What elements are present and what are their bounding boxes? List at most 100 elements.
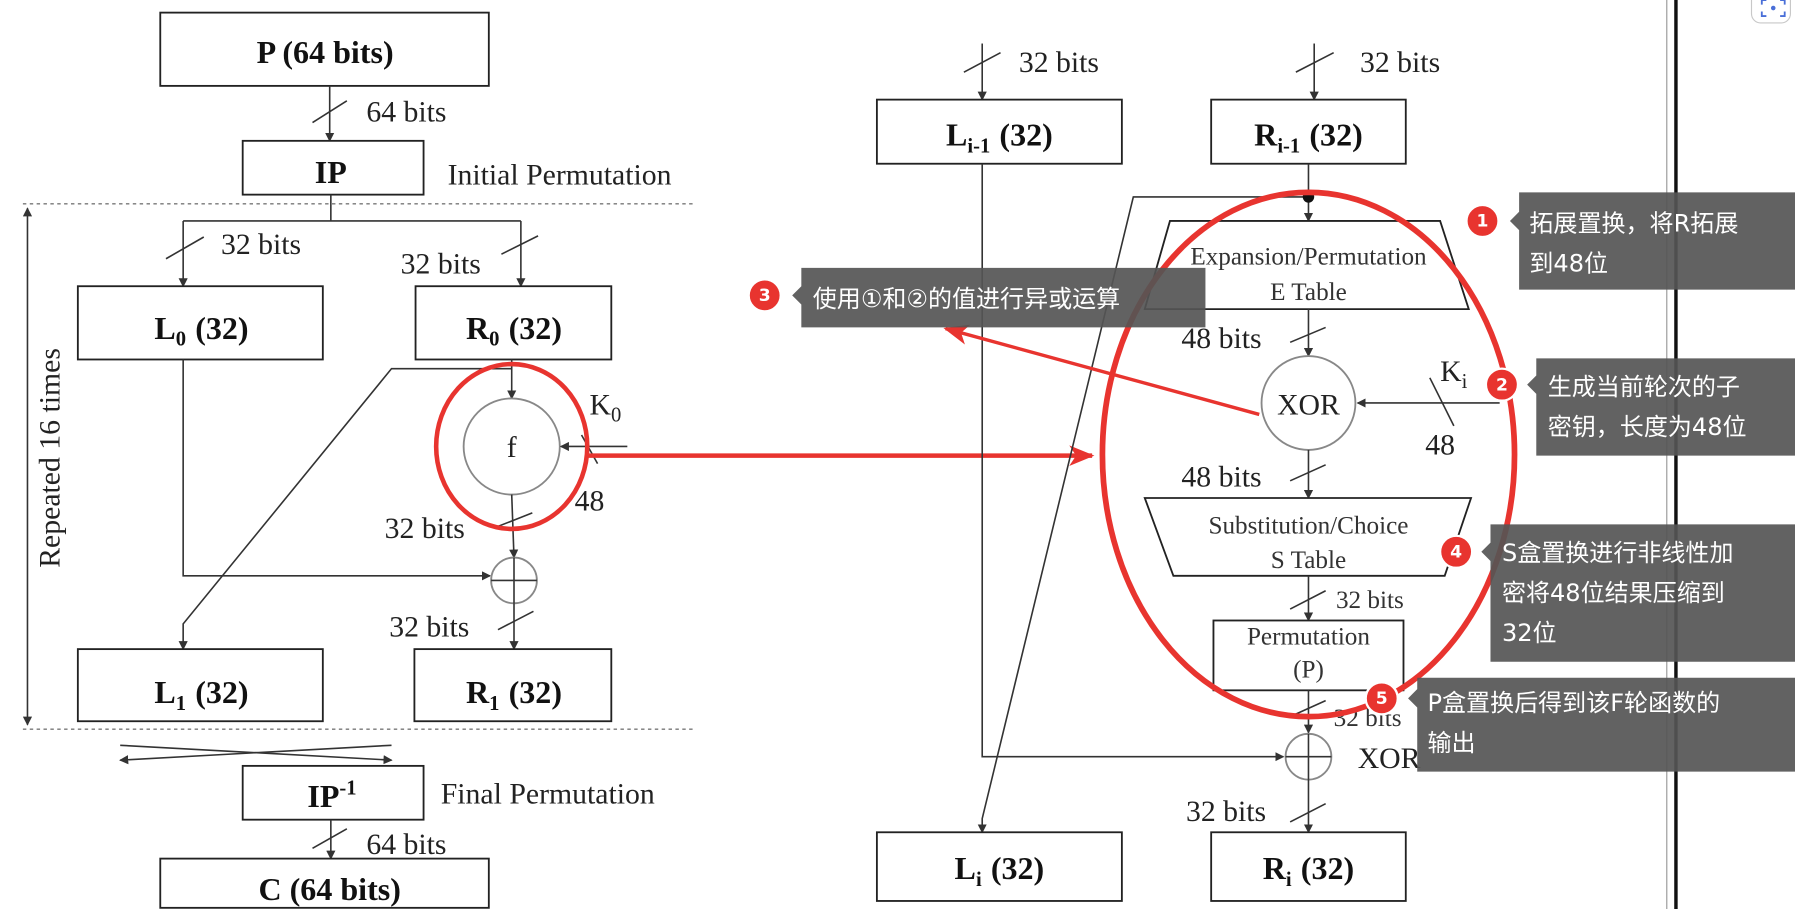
bus-width-label: 32 bits (1360, 46, 1440, 79)
signal-line (182, 359, 492, 581)
l0-label: L0(32) (154, 310, 248, 351)
bus-width-label: 32 bits (1186, 795, 1266, 828)
r0-box (414, 285, 613, 361)
ip-inverse-label: IP-1 (307, 777, 356, 814)
ip-box (241, 139, 425, 196)
annotation-number: 2 (1496, 375, 1508, 395)
l1-label: L1(32) (154, 674, 248, 715)
l0-box (76, 285, 324, 361)
annotation-number: 4 (1450, 543, 1462, 563)
annotation-3: 使用①和②的值进行异或运算 3 (747, 267, 1206, 328)
tooltip-text: 到48位 (1529, 249, 1608, 277)
tooltip-box (1481, 524, 1795, 662)
annotation-badge (747, 278, 782, 313)
annotation-badge (1438, 534, 1474, 569)
l1-box (76, 648, 324, 723)
bus-width-slash (1289, 326, 1326, 344)
bus-width-label: 32 bits (385, 512, 465, 545)
ciphertext-box (159, 857, 490, 909)
bus-width-slash (312, 100, 348, 124)
bus-width-slash (501, 235, 539, 255)
r-next-box (1210, 831, 1407, 902)
annotation-2: 生成当前轮次的子 密钥，长度为48位 2 (1484, 358, 1795, 456)
bus-width-label: 32 bits (1019, 46, 1099, 79)
tooltip-text: 密将48位结果压缩到 (1502, 579, 1725, 607)
ip-caption: Initial Permutation (448, 158, 672, 191)
permutation-label: Permutation (1247, 624, 1370, 651)
r-prev-label: Ri-1(32) (1254, 116, 1363, 157)
des-round-detail: 32 bits 32 bits Li-1(32) Ri-1(32) Expans… (875, 43, 1518, 902)
bus-width-slash (165, 236, 205, 260)
l-next-label: Li(32) (955, 850, 1045, 891)
bus-width-slash (494, 512, 533, 529)
ip-label: IP (315, 154, 347, 190)
round-function-highlight (1099, 189, 1518, 720)
annotation-badge (1364, 681, 1399, 716)
r-next-label: Ri(32) (1263, 850, 1354, 891)
annotation-number: 1 (1477, 212, 1489, 232)
bus-width-label: 32 bits (401, 248, 481, 281)
tooltip-text: 使用①和②的值进行异或运算 (813, 285, 1120, 313)
annotation-1: 拓展置换，将R拓展 到48位 1 (1465, 192, 1795, 290)
substitution-table-label: S Table (1271, 547, 1346, 574)
annotation-4: S盒置换进行非线性加 密将48位结果压缩到 32位 4 (1438, 524, 1795, 662)
signal-line (977, 196, 1309, 834)
tooltip-text: P盒置换后得到该F轮函数的 (1428, 689, 1721, 717)
ip-inverse-box (241, 764, 425, 821)
ki-label: Ki (1440, 355, 1468, 393)
tooltip-text: 输出 (1428, 729, 1476, 757)
r-prev-box (1210, 98, 1407, 165)
annotation-number: 5 (1376, 689, 1388, 709)
annotation-badge (1465, 203, 1500, 239)
screenshot-scan-icon[interactable] (1750, 0, 1791, 24)
bus-width-label: 64 bits (366, 95, 446, 128)
bus-width-slash (580, 434, 599, 465)
permutation-p-label: (P) (1293, 657, 1324, 684)
annotation-number: 3 (759, 286, 771, 306)
tooltip-text: 拓展置换，将R拓展 (1529, 209, 1738, 237)
tooltip-text: S盒置换进行非线性加 (1502, 539, 1734, 567)
k0-label: K0 (590, 388, 622, 426)
bus-width-slash (1289, 590, 1327, 610)
annotation-badge (1484, 367, 1520, 402)
key-width-label: 48 (575, 485, 605, 518)
signal-line (509, 494, 519, 559)
f-function-highlight (433, 361, 590, 532)
bus-width-slash (963, 51, 1001, 73)
repeat-label: Repeated 16 times (34, 348, 67, 568)
r1-label: R1(32) (466, 674, 562, 715)
bus-width-slash (1289, 802, 1327, 823)
bus-width-slash (1429, 377, 1455, 427)
xor-label: XOR (1277, 388, 1340, 421)
bus-width-label: 32 bits (389, 611, 469, 644)
tooltip-box (1408, 677, 1795, 772)
substitution-box (1143, 497, 1473, 577)
ciphertext-label: C (64 bits) (258, 871, 400, 907)
xor-label: XOR (1358, 742, 1421, 775)
bus-width-slash (1295, 51, 1335, 73)
r1-box (413, 648, 613, 723)
l-prev-box (875, 98, 1123, 165)
annotation-5: P盒置换后得到该F轮函数的 输出 5 (1364, 677, 1795, 772)
tooltip-box (792, 267, 1206, 328)
l-prev-label: Li-1(32) (946, 116, 1053, 157)
bus-width-slash (312, 828, 348, 849)
bus-width-label: 48 bits (1181, 322, 1261, 355)
ip-inverse-caption: Final Permutation (441, 778, 655, 811)
bus-width-label: 48 bits (1181, 461, 1261, 494)
annotation-arrow (943, 324, 1260, 417)
tooltip-text: 32位 (1502, 619, 1557, 647)
tooltip-box (1527, 358, 1795, 456)
signal-line (178, 367, 512, 651)
plaintext-label: P (64 bits) (257, 34, 394, 70)
l-next-box (875, 831, 1123, 902)
bus-width-slash (497, 610, 534, 631)
tooltip-box (1509, 192, 1795, 290)
expansion-table-label: E Table (1270, 279, 1347, 306)
swap-line (119, 744, 392, 765)
plaintext-box (159, 11, 490, 87)
r0-label: R0(32) (466, 310, 562, 351)
bus-width-label: 64 bits (366, 828, 446, 861)
signal-line (981, 163, 1285, 762)
f-label: f (507, 431, 517, 464)
